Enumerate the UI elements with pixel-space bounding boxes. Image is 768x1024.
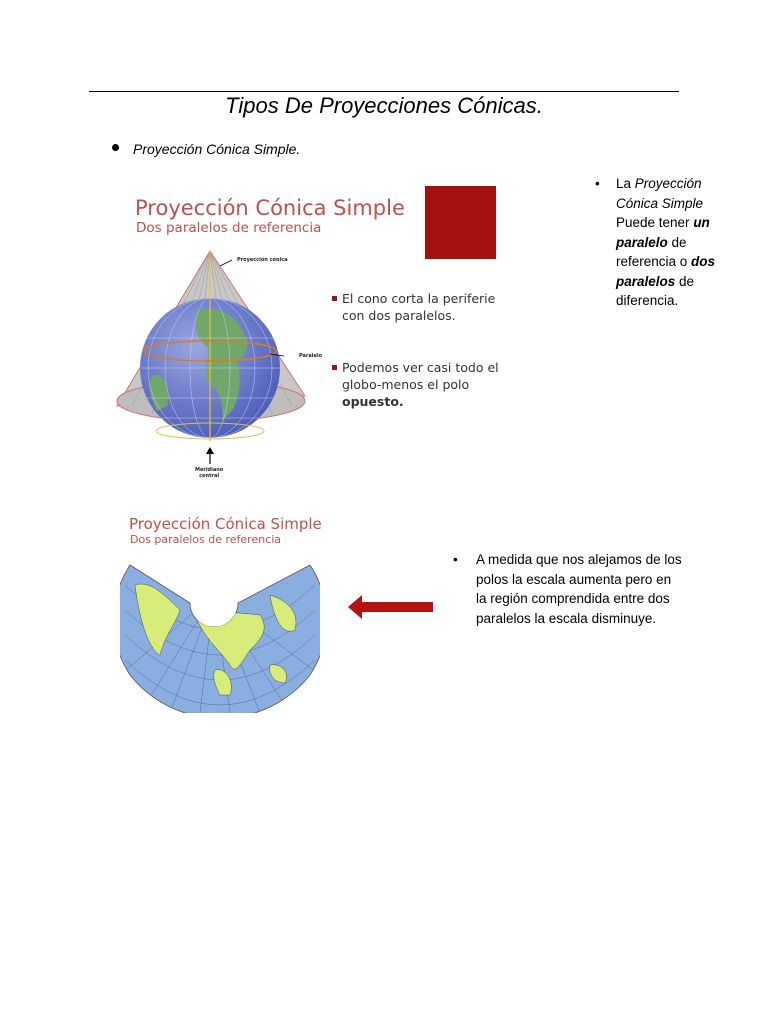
bottom-bullet: • A medida que nos alejamos de los polos… bbox=[453, 550, 683, 628]
figure2-subheading: Dos paralelos de referencia bbox=[130, 533, 282, 546]
page-title: Tipos De Proyecciones Cónicas. bbox=[225, 93, 543, 118]
red-swatch bbox=[425, 186, 496, 259]
label-parallel: Paralelo bbox=[299, 353, 322, 359]
label-cone: Proyección cónica bbox=[237, 257, 288, 263]
side-bullet-text: La Proyección Cónica Simple Puede tener … bbox=[616, 176, 716, 308]
conic-map-illustration bbox=[120, 564, 320, 713]
bullet-dot-icon bbox=[112, 144, 119, 151]
bottom-bullet-text: A medida que nos alejamos de los polos l… bbox=[476, 552, 682, 626]
left-arrow-icon bbox=[348, 595, 433, 619]
figure2-heading: Proyección Cónica Simple bbox=[129, 515, 322, 533]
figure1-subheading: Dos paralelos de referencia bbox=[136, 220, 322, 236]
label-meridian: Meridiano central bbox=[195, 467, 223, 479]
note2-line2: globo-menos el polo bbox=[342, 377, 470, 392]
square-bullet-icon bbox=[332, 296, 337, 301]
label-meridian-line2: central bbox=[199, 473, 220, 479]
top-rule bbox=[89, 91, 679, 92]
bullet-icon: • bbox=[595, 176, 600, 191]
label-meridian-line1: Meridiano bbox=[195, 467, 224, 473]
bullet-icon: • bbox=[453, 552, 458, 567]
figure1-heading: Proyección Cónica Simple bbox=[135, 196, 405, 220]
note1-line1: El cono corta la periferie bbox=[342, 291, 496, 306]
side-bullet: • La Proyección Cónica Simple Puede tene… bbox=[595, 174, 745, 311]
note1-line2: con dos paralelos. bbox=[342, 308, 456, 323]
note2-line1: Podemos ver casi todo el bbox=[342, 360, 499, 375]
figure1-note1: El cono corta la periferie con dos paral… bbox=[332, 290, 495, 324]
note2-line3: opuesto. bbox=[342, 394, 404, 409]
figure1-note2: Podemos ver casi todo el globo-menos el … bbox=[332, 359, 499, 410]
main-bullet: Proyección Cónica Simple. bbox=[112, 141, 300, 157]
square-bullet-icon bbox=[332, 365, 337, 370]
cone-globe-illustration bbox=[116, 250, 306, 464]
main-bullet-text: Proyección Cónica Simple. bbox=[133, 141, 301, 157]
